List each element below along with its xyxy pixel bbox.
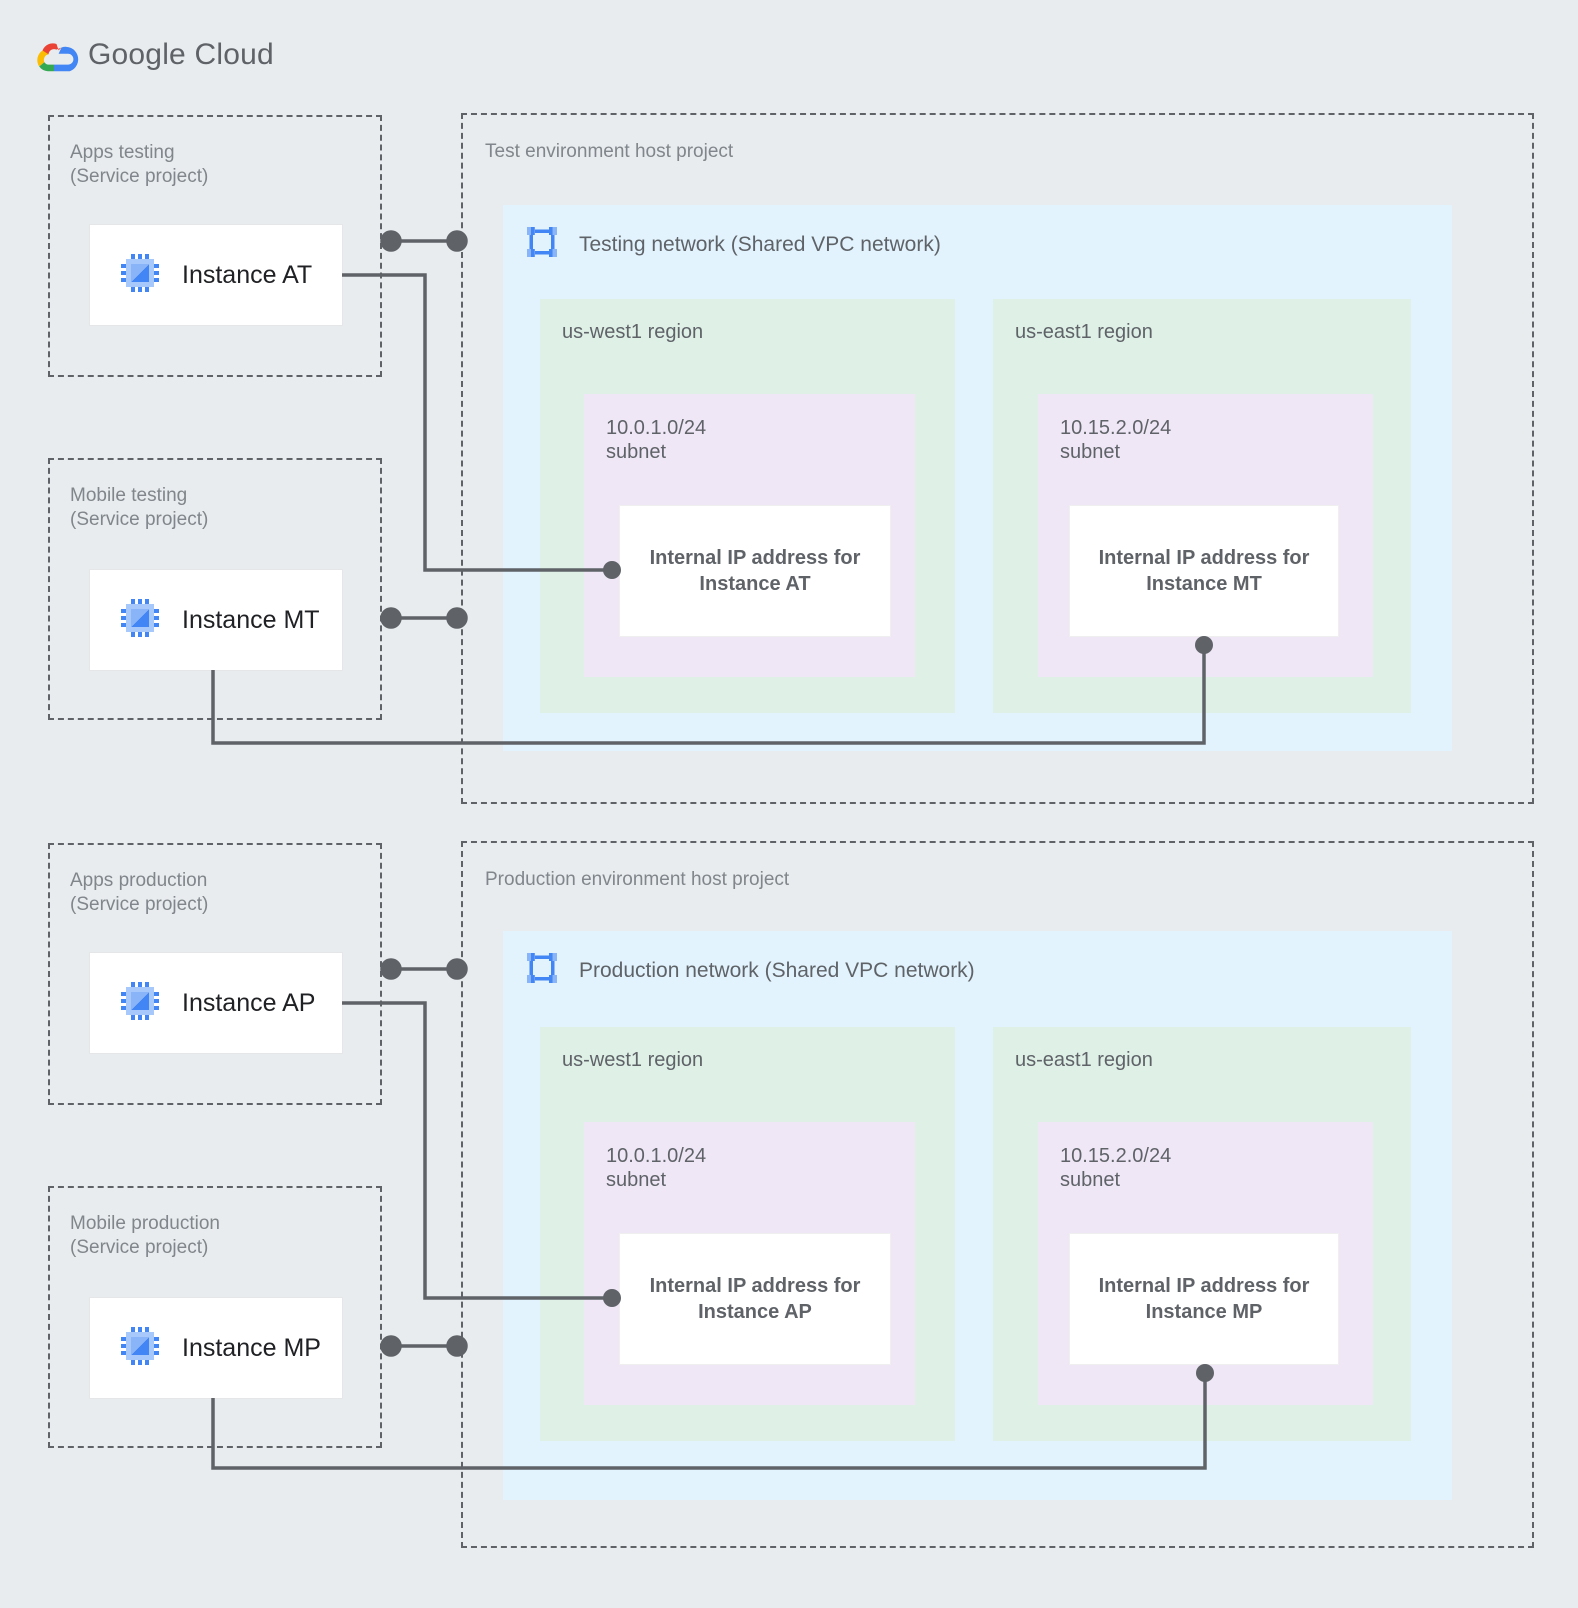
subnet-prod-us-east1-kind: subnet [1060,1169,1121,1191]
subnet-prod-us-west1-kind: subnet [606,1169,667,1191]
instance-at-label: Instance AT [182,260,313,289]
cpu-instance-icon [120,1326,160,1371]
ip-box-mp-line2: Instance MP [1145,1301,1263,1323]
prod-host-title: Production environment host project [485,869,790,890]
link-dot-ap-left [380,958,402,980]
apps-production-title-line2: (Service project) [70,894,209,915]
subnet-test-us-west1-label: 10.0.1.0/24 subnet [606,416,706,464]
apps-testing-title-line1: Apps testing [70,142,175,163]
cpu-instance-icon [120,981,160,1026]
brand-cloud: Cloud [194,38,274,71]
apps-production-title-line1: Apps production [70,870,208,891]
mobile-testing-title: Mobile testing (Service project) [70,484,208,532]
instance-ap-label: Instance AP [182,988,316,1017]
mobile-production-title-line2: (Service project) [70,1237,209,1258]
test-host-title: Test environment host project [485,141,734,162]
region-test-us-east1-label: us-east1 region [1015,321,1153,343]
link-dot-at-left [380,230,402,252]
subnet-test-us-east1-label: 10.15.2.0/24 subnet [1060,416,1171,464]
apps-production-title: Apps production (Service project) [70,869,208,917]
instance-mt-label: Instance MT [182,605,320,634]
ip-box-at-line1: Internal IP address for [649,547,861,569]
service-project-mobile-production[interactable]: Mobile production (Service project) [48,1186,382,1448]
mobile-testing-title-line2: (Service project) [70,509,209,530]
region-test-us-west1-label: us-west1 region [562,321,704,343]
instance-mp-label: Instance MP [182,1333,321,1362]
subnet-prod-us-west1-cidr: 10.0.1.0/24 [606,1145,707,1167]
instance-card-at[interactable]: Instance AT [90,225,342,325]
ip-box-ap-line2: Instance AP [698,1301,812,1323]
google-cloud-logo-icon [30,33,82,81]
vpc-network-icon [525,951,559,990]
apps-testing-title: Apps testing (Service project) [70,141,208,189]
ip-box-mp-line1: Internal IP address for [1098,1275,1310,1297]
region-prod-us-west1-label: us-west1 region [562,1049,704,1071]
region-prod-us-east1-label: us-east1 region [1015,1049,1153,1071]
link-dot-mp-left [380,1335,402,1357]
subnet-prod-us-east1-label: 10.15.2.0/24 subnet [1060,1144,1171,1192]
ip-box-at-line2: Instance AT [699,573,811,595]
brand-google: Google [88,38,186,71]
brand-wordmark: Google Cloud [88,38,274,72]
link-dot-mt-left [380,607,402,629]
mobile-production-title-line1: Mobile production [70,1213,220,1234]
testing-network-header: Testing network (Shared VPC network) [525,225,941,264]
production-network-header: Production network (Shared VPC network) [525,951,975,990]
ip-box-mt-line1: Internal IP address for [1098,547,1310,569]
subnet-test-us-west1-cidr: 10.0.1.0/24 [606,417,707,439]
testing-network-label: Testing network (Shared VPC network) [579,232,941,256]
subnet-test-us-west1-kind: subnet [606,441,667,463]
apps-testing-title-line2: (Service project) [70,166,209,187]
subnet-test-us-east1-kind: subnet [1060,441,1121,463]
instance-card-mt[interactable]: Instance MT [90,570,342,670]
subnet-test-us-east1-cidr: 10.15.2.0/24 [1060,417,1172,439]
cpu-instance-icon [120,253,160,298]
mobile-production-title: Mobile production (Service project) [70,1212,220,1260]
ip-box-mt-line2: Instance MT [1146,573,1262,595]
ip-box-ap-line1: Internal IP address for [649,1275,861,1297]
subnet-prod-us-west1-label: 10.0.1.0/24 subnet [606,1144,706,1192]
service-project-apps-production[interactable]: Apps production (Service project) [48,843,382,1105]
instance-card-ap[interactable]: Instance AP [90,953,342,1053]
instance-card-mp[interactable]: Instance MP [90,1298,342,1398]
vpc-network-icon [525,225,559,264]
mobile-testing-title-line1: Mobile testing [70,485,188,506]
production-network-label: Production network (Shared VPC network) [579,958,975,982]
cpu-instance-icon [120,598,160,643]
subnet-prod-us-east1-cidr: 10.15.2.0/24 [1060,1145,1172,1167]
